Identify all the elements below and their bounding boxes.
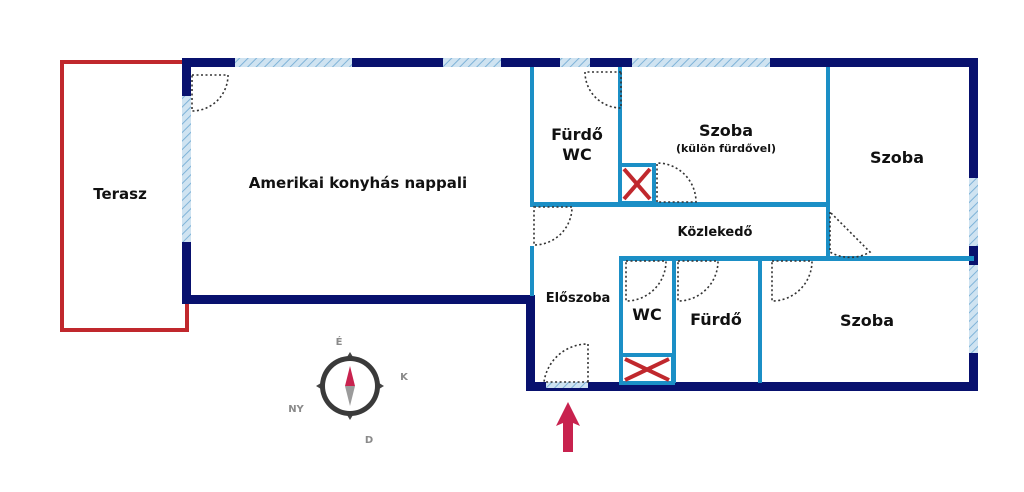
door-swings	[191, 71, 872, 383]
label-room-right-bottom: Szoba	[840, 311, 894, 330]
compass-label-n: É	[336, 335, 343, 348]
label-bathroom: Fürdő	[690, 310, 742, 329]
label-terrace: Terasz	[93, 185, 147, 203]
label-bathroom-wc-line1: Fürdő	[551, 125, 603, 144]
label-bathroom-wc-line2: WC	[562, 145, 591, 164]
windows	[182, 58, 978, 388]
label-corridor: Közlekedő	[678, 225, 753, 240]
label-entrance-hall: Előszoba	[546, 291, 611, 306]
entrance-arrow-icon	[556, 402, 580, 452]
shaft-upper	[618, 163, 656, 205]
compass-label-e: K	[400, 372, 409, 383]
compass: É K D NY	[288, 335, 409, 446]
compass-needle-north	[345, 366, 355, 386]
compass-label-s: D	[365, 435, 373, 446]
shaft-lower	[619, 353, 675, 385]
label-room-right-top: Szoba	[870, 148, 924, 167]
label-room-ensuite: Szoba	[699, 121, 753, 140]
label-living-room: Amerikai konyhás nappali	[249, 174, 467, 192]
outer-walls	[182, 58, 978, 391]
label-wc: WC	[632, 305, 661, 324]
inner-walls	[530, 67, 974, 383]
label-room-ensuite-note: (külön fürdővel)	[676, 142, 776, 155]
compass-label-w: NY	[288, 404, 304, 415]
compass-needle-south	[345, 386, 355, 406]
